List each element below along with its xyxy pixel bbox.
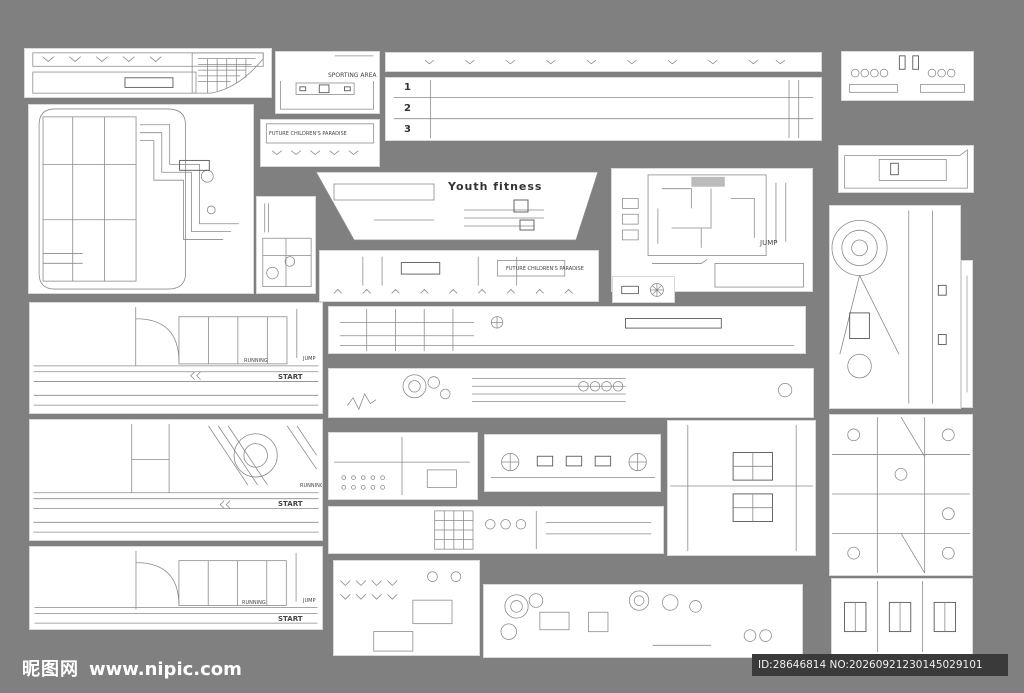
- panel-future-children: FUTURE CHILDREN'S PARADISE: [260, 119, 380, 167]
- panel-numbered-lanes: 1 2 3: [385, 77, 822, 141]
- sporting-area-label: SPORTING AREA: [328, 72, 377, 79]
- animal-grid-drawing: [831, 416, 971, 574]
- track-1-running: RUNNING: [244, 358, 268, 364]
- lane-number-3: 3: [404, 124, 412, 135]
- panel-bottom-hopscotch: [333, 560, 480, 656]
- track-2-running: RUNNING: [300, 483, 323, 489]
- watermark: 昵图网 www.nipic.com: [22, 655, 242, 681]
- panel-track-1: RUNNING JUMP START: [29, 302, 323, 414]
- right-circles-drawing: [831, 210, 947, 404]
- future-children-drawing: [265, 123, 375, 155]
- play-area-drawing: [262, 203, 312, 287]
- track-1-start: START: [278, 373, 303, 381]
- mid-webs-drawing: [490, 452, 656, 478]
- strip-drawing: [32, 52, 264, 94]
- panel-lanes-banner: [385, 52, 822, 72]
- bottom-right-windows-drawing: [844, 580, 957, 653]
- panel-bottom-circles: [483, 584, 803, 658]
- top-right-drawing: [849, 55, 966, 93]
- numbered-lanes-drawing: [393, 79, 814, 139]
- track-2-start: START: [278, 500, 303, 508]
- station-drawing: [844, 149, 968, 189]
- maze-drawing: [622, 174, 804, 288]
- track-1-jump: JUMP: [303, 356, 316, 362]
- bottom-hopscotch-drawing: [340, 571, 462, 652]
- youth-fitness-shape: [315, 171, 599, 241]
- panel-top-right-small: [841, 51, 974, 101]
- panel-web-small: [612, 276, 675, 303]
- panel-mid-text-strip: [328, 506, 664, 554]
- track-3-jump: JUMP: [303, 598, 316, 604]
- hopscotch-drawing: [333, 256, 573, 294]
- panel-youth-fitness: Youth fitness: [314, 170, 600, 242]
- panel-mid-grid: [328, 306, 806, 354]
- youth-fitness-title: Youth fitness: [448, 180, 543, 193]
- watermark-url: www.nipic.com: [89, 659, 242, 680]
- image-id-bar: ID:28646814 NO:20260921230145029101: [752, 654, 1008, 676]
- lane-number-2: 2: [404, 103, 412, 114]
- track-2-drawing: [33, 423, 319, 533]
- panel-animal-grid: [829, 414, 973, 576]
- mid-circles-drawing: [347, 374, 793, 411]
- panel-right-circles: [829, 205, 961, 409]
- track-3-start: START: [278, 615, 303, 623]
- panel-mid-circles: [328, 368, 814, 418]
- web-small-drawing: [621, 283, 664, 297]
- track-1-drawing: [33, 306, 319, 406]
- sporting-area-drawing: [280, 55, 374, 110]
- panel-mid-webs: [484, 434, 661, 492]
- panel-sporting-area: SPORTING AREA: [275, 51, 380, 114]
- panel-right-narrow: [961, 260, 973, 408]
- future-children-label-1: FUTURE CHILDREN'S PARADISE: [269, 131, 347, 137]
- panel-track-3: RUNNING JUMP START: [29, 546, 323, 630]
- panel-large-floorplan: [28, 104, 254, 294]
- watermark-site-name: 昵图网: [22, 659, 79, 680]
- panel-maze: JUMP: [611, 168, 813, 292]
- right-narrow-drawing: [966, 275, 968, 393]
- panel-play-area-small: [256, 196, 316, 294]
- mid-grid-drawing: [339, 308, 795, 352]
- future-children-label-2: FUTURE CHILDREN'S PARADISE: [506, 266, 584, 272]
- track-3-drawing: [34, 550, 318, 624]
- floorplan-drawing: [38, 108, 239, 290]
- bottom-circles-drawing: [500, 590, 772, 646]
- panel-top-right-station: [838, 145, 974, 193]
- panel-mid-dots: [328, 432, 478, 500]
- chevron-banner: [424, 59, 786, 65]
- lane-number-1: 1: [404, 82, 412, 93]
- mid-dots-drawing: [334, 436, 470, 496]
- track-3-running: RUNNING: [242, 600, 266, 606]
- panel-hopscotch: FUTURE CHILDREN'S PARADISE: [319, 250, 599, 302]
- panel-windows: [667, 420, 816, 556]
- mid-text-strip-drawing: [434, 510, 652, 550]
- panel-top-left-strip: [24, 48, 272, 98]
- panel-track-2: RUNNING START: [29, 419, 323, 541]
- maze-jump-label: JUMP: [760, 239, 778, 247]
- windows-drawing: [670, 424, 813, 552]
- panel-bottom-right-windows: [831, 578, 973, 655]
